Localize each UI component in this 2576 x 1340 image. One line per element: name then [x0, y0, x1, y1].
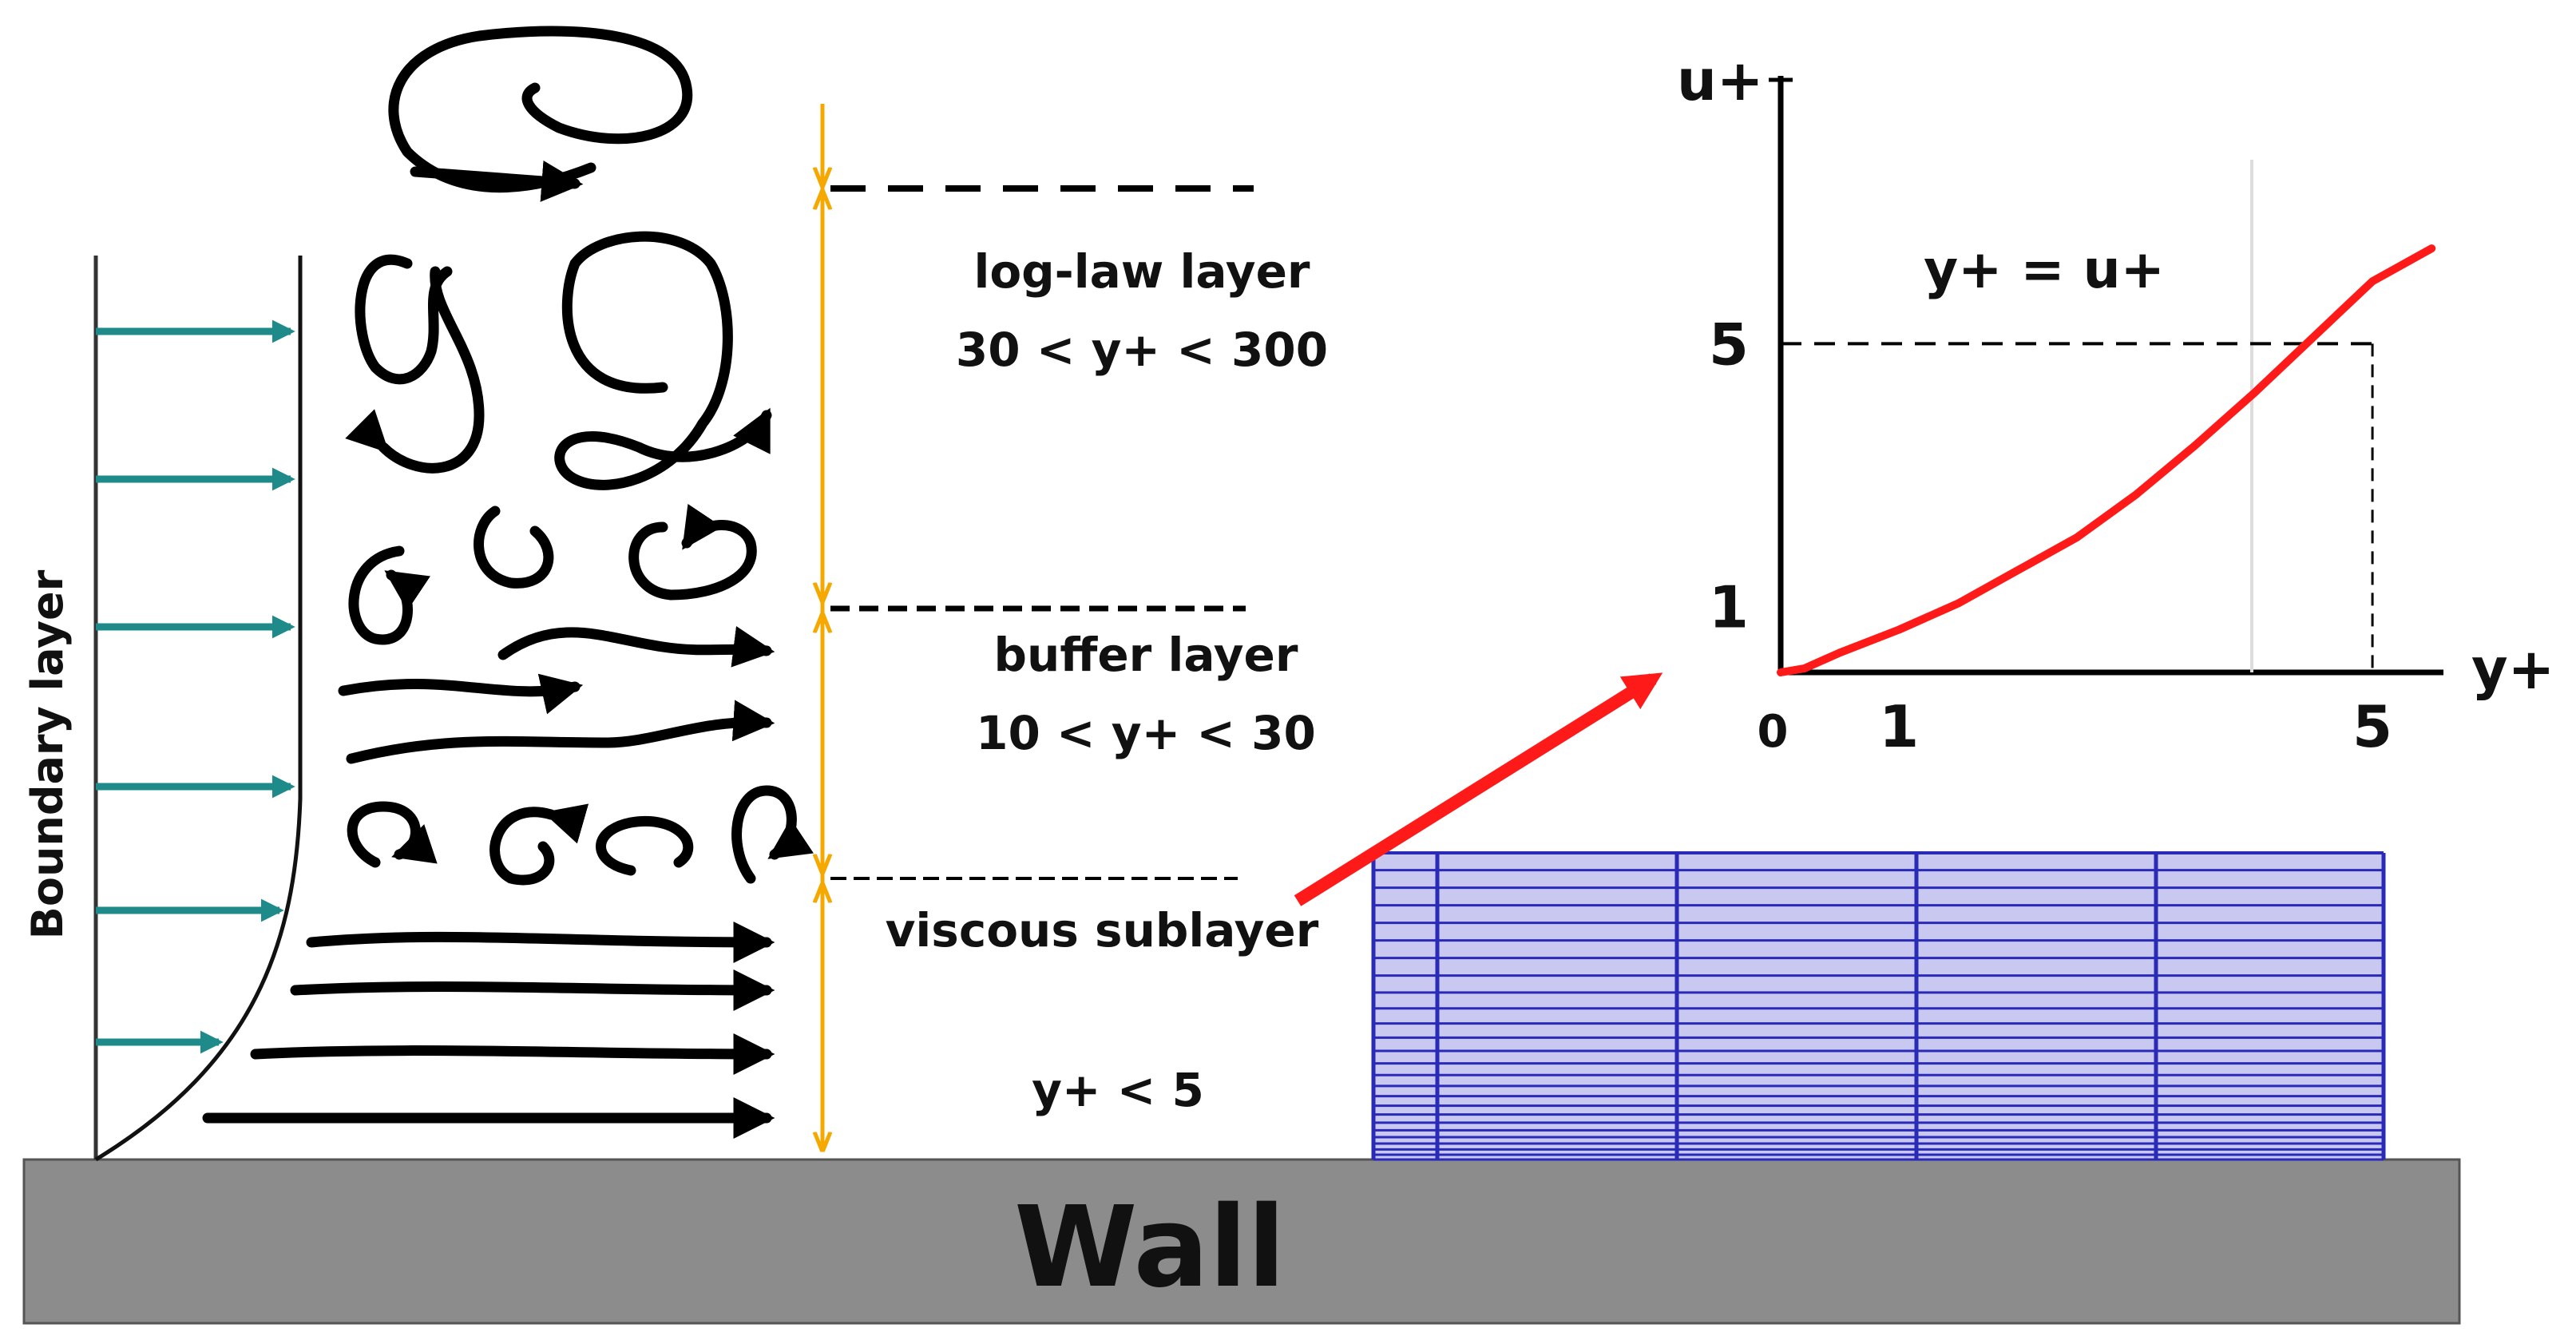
viscous-sublayer-range: y+ < 5: [1032, 1063, 1204, 1117]
x-tick-label: 1: [1879, 693, 1919, 760]
eddy-icon: [346, 700, 775, 764]
layer-markers: [822, 104, 1254, 1150]
eddy-icon: [497, 626, 775, 668]
equation-annotation: y+ = u+: [1924, 239, 2165, 300]
boundary-layer-profile: Boundary layer: [22, 256, 303, 1162]
y-axis-label: u+: [1677, 48, 1764, 113]
y-tick-labels: 15: [1709, 311, 1749, 640]
eddy-icon: [554, 231, 772, 490]
eddies: [202, 26, 814, 1139]
eddy-icon: [410, 160, 584, 202]
log-law-layer-label: log-law layer: [973, 244, 1310, 299]
eddy-icon: [345, 266, 485, 474]
eddy-icon: [355, 254, 453, 385]
eddy-icon: [731, 785, 814, 884]
wall-block: [22, 1158, 2461, 1325]
flow-arrow-icon: [250, 1033, 775, 1075]
y-tick-label: 1: [1709, 574, 1749, 641]
eddy-icon: [388, 26, 693, 193]
flow-arrow-icon: [290, 969, 775, 1011]
eddy-icon: [596, 816, 694, 876]
pointer-arrow-icon: [1294, 672, 1663, 906]
boundary-layer-label: Boundary layer: [22, 569, 73, 939]
eddy-icon: [347, 801, 438, 868]
buffer-layer-range: 10 < y+ < 30: [976, 706, 1316, 760]
x-tick-labels: 0 1 5: [1758, 693, 2393, 760]
y-tick-label: 5: [1709, 311, 1749, 378]
near-wall-mesh: [1371, 851, 2386, 1161]
log-law-layer-range: 30 < y+ < 300: [956, 323, 1328, 377]
viscous-sublayer-label: viscous sublayer: [886, 903, 1319, 957]
velocity-profile-curve: [94, 256, 303, 1162]
x-tick-label: 0: [1758, 706, 1789, 758]
eddy-icon: [338, 673, 584, 715]
wall-label: Wall: [1014, 1183, 1286, 1313]
mesh-background: [1373, 853, 2384, 1160]
uplus-curve-line: [1777, 244, 2436, 676]
eddy-icon: [489, 803, 589, 886]
x-axis-label: y+: [2471, 636, 2554, 702]
layer-labels: log-law layer 30 < y+ < 300 buffer layer…: [886, 244, 1328, 1117]
eddy-icon: [628, 503, 757, 601]
flow-arrow-icon: [306, 921, 775, 963]
buffer-layer-label: buffer layer: [994, 628, 1298, 682]
eddy-icon: [474, 505, 554, 589]
x-tick-label: 5: [2352, 693, 2392, 760]
eddy-icon: [348, 545, 431, 645]
wall: Wall: [22, 1158, 2461, 1325]
flow-arrow-icon: [202, 1096, 775, 1139]
